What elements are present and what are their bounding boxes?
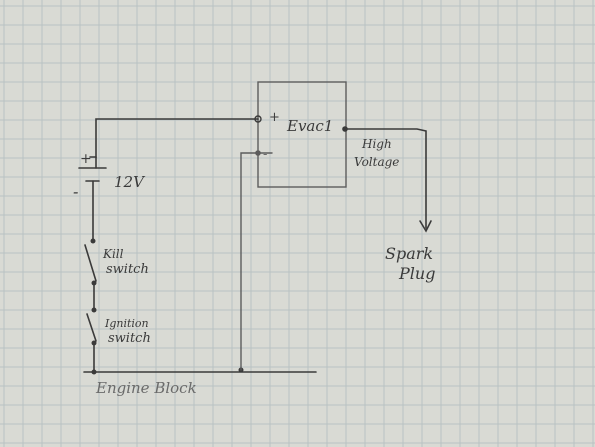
spark-plug-label-line2: Plug: [398, 264, 435, 283]
high-voltage-label-line1: High: [361, 137, 392, 151]
spark-plug-label-line1: Spark: [385, 244, 433, 263]
battery-minus-sign: -: [73, 182, 78, 201]
module-negative-wire: [240, 152, 273, 371]
high-voltage-label-line2: Voltage: [354, 155, 399, 169]
high-voltage-wire: [345, 128, 427, 229]
battery-plus-sign: +: [80, 151, 92, 167]
module-negative-terminal: [255, 150, 261, 156]
module-positive-terminal: [254, 115, 262, 123]
high-voltage-terminal: [342, 126, 348, 132]
module-label: Evac1: [286, 117, 333, 135]
ignition-switch-contact-bottom: [91, 340, 97, 346]
kill-switch-contact-bottom: [91, 280, 97, 286]
kill-switch-label-line1: Kill: [102, 247, 124, 261]
ground-junction-left: [91, 369, 97, 375]
kill-switch-label-line2: switch: [106, 262, 149, 277]
ignition-switch-label-line1: Ignition: [104, 317, 149, 330]
battery-voltage-label: 12V: [114, 173, 146, 191]
kill-switch-lever: [84, 244, 97, 282]
ignition-switch-label-line2: switch: [108, 331, 151, 346]
spark-plug-arrow-icon: [419, 220, 432, 233]
kill-switch-contact-top: [90, 238, 96, 244]
module-plus-sign: +: [269, 110, 280, 125]
evac1-module-box: [257, 81, 347, 188]
battery-positive-wire: [89, 118, 259, 158]
engine-block-label: Engine Block: [95, 379, 197, 397]
module-minus-sign: -: [263, 147, 267, 162]
ignition-switch-contact-top: [91, 307, 97, 313]
ignition-switch-lever: [86, 313, 97, 342]
